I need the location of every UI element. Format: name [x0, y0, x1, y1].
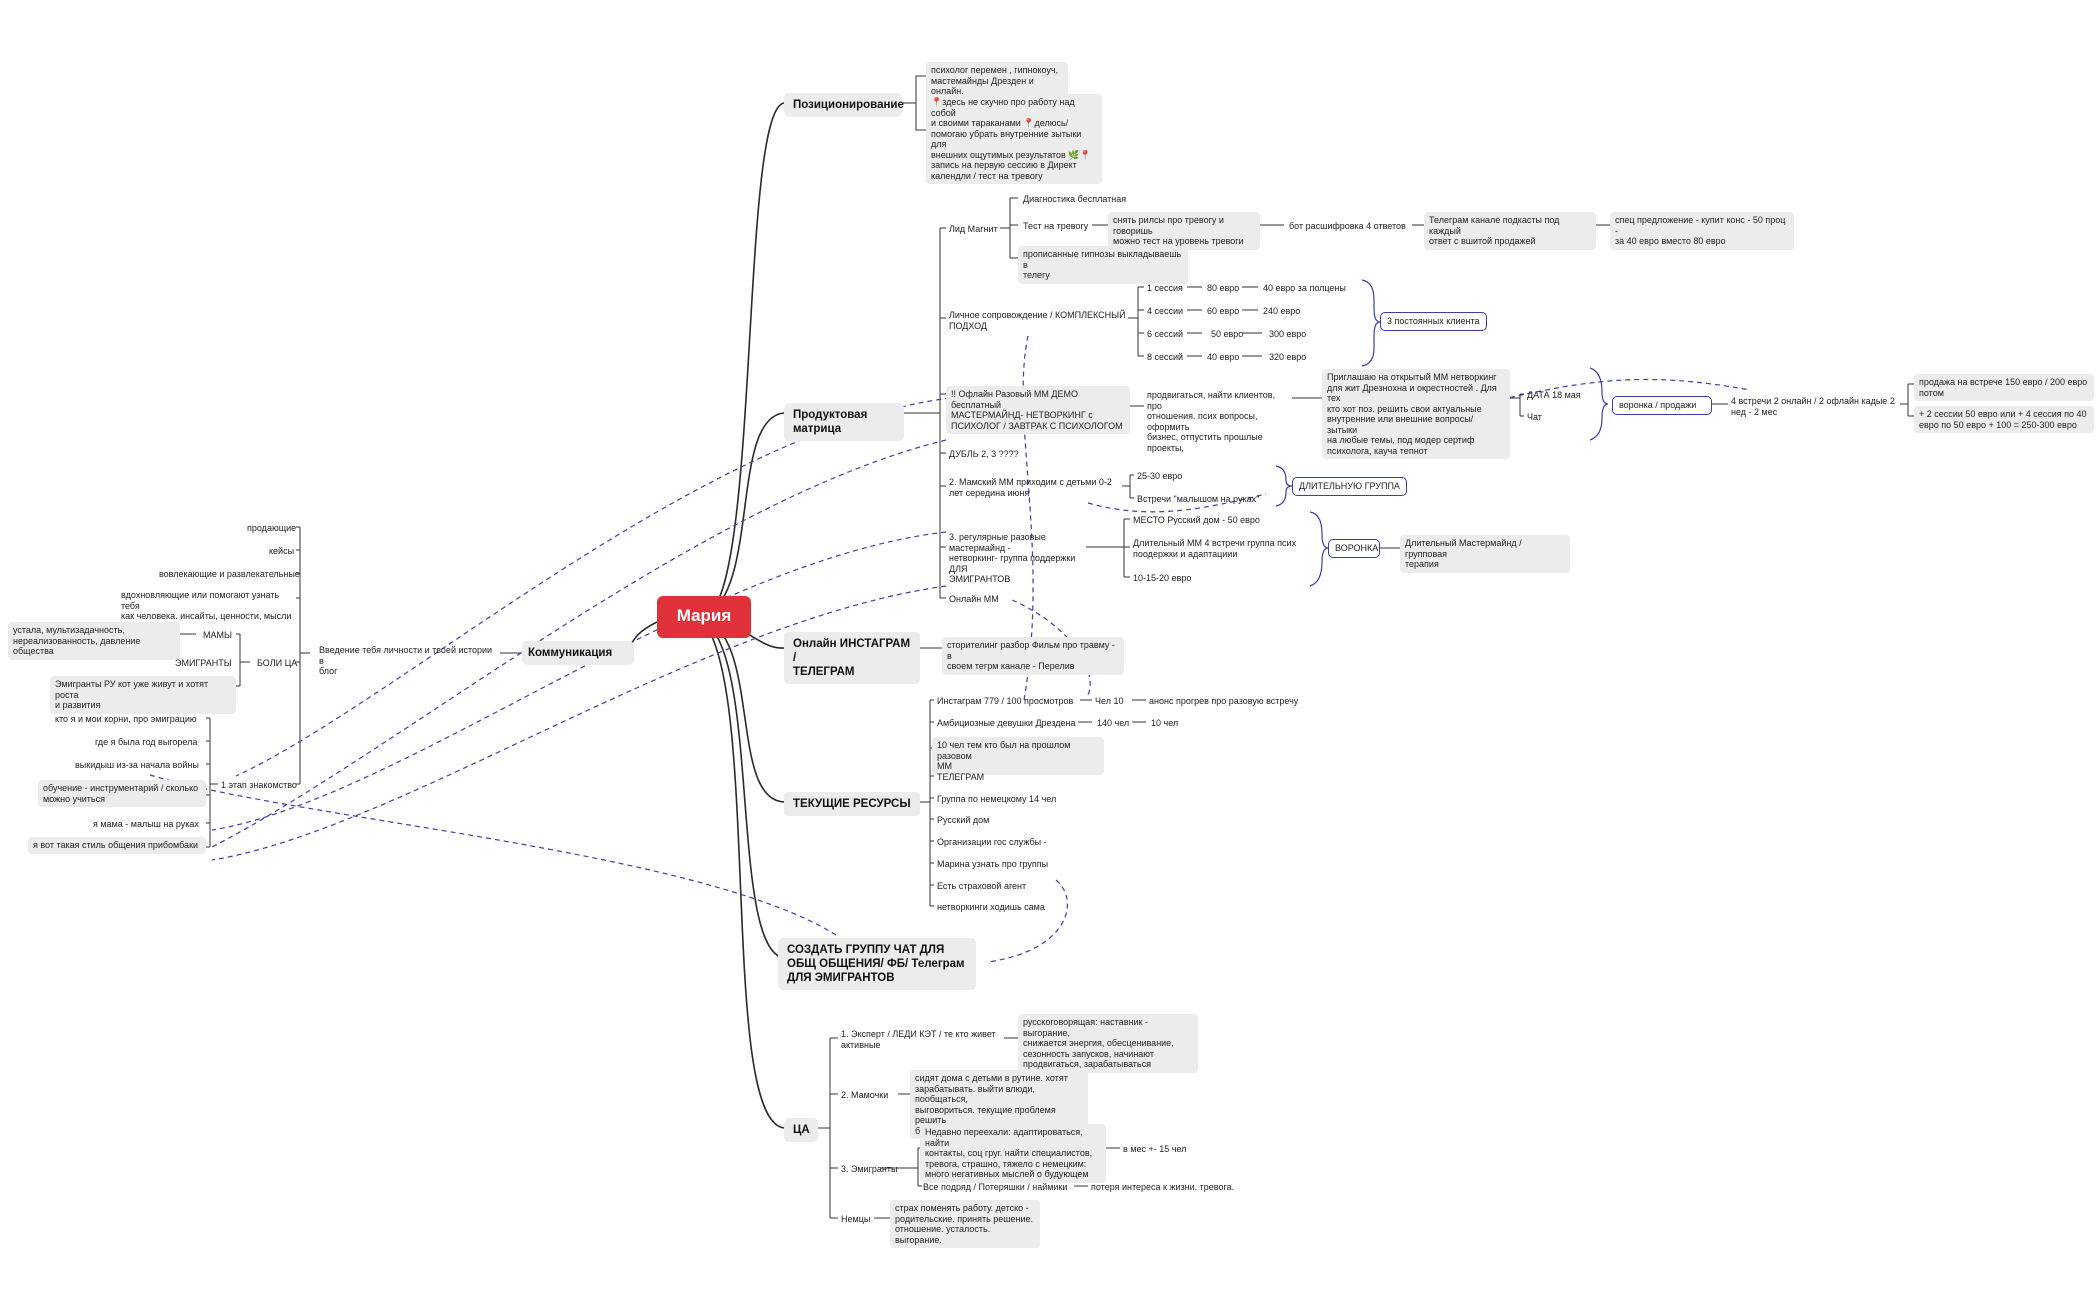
ca-germans-note[interactable]: страх поменять работу. детско - родитель… [890, 1200, 1040, 1248]
test-chain-step[interactable]: бот расшифровка 4 ответов [1289, 221, 1406, 231]
session-price[interactable]: 80 евро [1207, 283, 1240, 293]
stage-item[interactable]: я мама - малыш на руках [93, 819, 199, 829]
regular-long-mm[interactable]: Длительный ММ 4 встречи группа псих поод… [1133, 538, 1297, 559]
stage-item[interactable]: я вот такая стиль общения прибомбаки [28, 837, 206, 854]
session-count[interactable]: 8 сессий [1147, 352, 1184, 362]
content-type[interactable]: вдохновляющие или помогают узнать тебя к… [121, 590, 292, 621]
content-type[interactable]: кейсы [269, 546, 295, 556]
resource-item[interactable]: нетворкинги ходишь сама [937, 902, 1045, 912]
sale-option[interactable]: + 2 сессии 50 евро или + 4 сессия по 40 … [1914, 406, 2094, 433]
pain-moms[interactable]: МАМЫ [203, 630, 232, 640]
content-type[interactable]: продающие [247, 523, 297, 533]
positioning-item[interactable]: 📍здесь не скучно про работу над собой и … [926, 94, 1102, 184]
branch-instagram-telegram[interactable]: Онлайн ИНСТАГРАМ / ТЕЛЕГРАМ [784, 632, 920, 684]
stage-item[interactable]: выкидыш из-за начала войны [75, 760, 199, 770]
resource-item[interactable]: Организации гос службы - [937, 837, 1047, 847]
session-price[interactable]: 40 евро [1207, 352, 1240, 362]
ca-expert-note[interactable]: русскоговорящая: наставник - выгорание, … [1018, 1014, 1198, 1073]
resource-item[interactable]: 10 чел тем кто был на прошлом разовом ММ [932, 737, 1104, 775]
root-node[interactable]: Мария [657, 596, 751, 638]
stage-item[interactable]: кто я и мои корни, про эмиграцию [55, 714, 197, 724]
lead-magnet-node[interactable]: Лид Магнит [949, 224, 998, 234]
branch-target-audience[interactable]: ЦА [784, 1118, 818, 1142]
test-chain-step[interactable]: спец предложение - купит конс - 50 проц … [1610, 212, 1794, 250]
moms-price[interactable]: 25-30 евро [1137, 471, 1183, 481]
ca-expert[interactable]: 1. Эксперт / ЛЕДИ КЭТ / те кто живет акт… [841, 1029, 996, 1050]
session-price[interactable]: 60 евро [1207, 306, 1240, 316]
session-price[interactable]: 50 евро [1211, 329, 1244, 339]
branch-communication[interactable]: Коммуникация [522, 641, 634, 665]
branch-product-matrix[interactable]: Продуктовая матрица [784, 403, 904, 441]
branch-current-resources[interactable]: ТЕКУЩИЕ РЕСУРСЫ [784, 792, 920, 816]
funnel-sales[interactable]: воронка / продажи [1612, 396, 1712, 415]
resource-item[interactable]: Группа по немецкому 14 чел [937, 794, 1057, 804]
offline-detail[interactable]: продвигаться, найти клиентов, про отноше… [1147, 390, 1276, 453]
resource-item[interactable]: Есть страховой агент [937, 881, 1027, 891]
ca-emigrants-note[interactable]: Недавно переехали: адаптироваться, найти… [920, 1124, 1106, 1183]
resource-instagram-note[interactable]: анонс прогрев про разовую встречу [1149, 696, 1299, 706]
comm-intro[interactable]: Введение тебя личности и твоей истории в… [319, 645, 493, 676]
funnel-plan[interactable]: 4 встречи 2 онлайн / 2 офлайн кадые 2 не… [1731, 396, 1895, 417]
session-total[interactable]: 40 евро за полцены [1263, 283, 1346, 293]
positioning-item[interactable]: психолог перемен , гипнокоуч, мастемайнд… [926, 62, 1068, 100]
pain-moms-note[interactable]: устала, мультизадачность, нереализованно… [8, 622, 180, 660]
ca-emigrants-lost-note[interactable]: потеря интереса к жизни. тревога. [1091, 1182, 1235, 1192]
session-total[interactable]: 300 евро [1269, 329, 1307, 339]
ca-moms[interactable]: 2. Мамочки [841, 1090, 889, 1100]
regular-result[interactable]: Длительный Мастермайнд / групповая терап… [1400, 535, 1570, 573]
resource-instagram-people[interactable]: Чел 10 [1095, 696, 1124, 706]
personal-support-node[interactable]: Личное сопровождение / КОМПЛЕКСНЫЙ ПОДХО… [949, 310, 1126, 331]
moms-mastermind-node[interactable]: 2. Мамский ММ приходим с детьми 0-2 лет … [949, 477, 1112, 498]
lead-hypnosis[interactable]: прописанные гипнозы выкладываешь в телег… [1018, 246, 1188, 284]
ca-germans[interactable]: Немцы [841, 1214, 871, 1224]
online-mastermind-node[interactable]: Онлайн ММ [949, 594, 999, 604]
regular-place[interactable]: МЕСТО Русский дом - 50 евро [1133, 515, 1260, 525]
offline-mastermind-node[interactable]: !! Офлайн Разовый ММ ДЕМО бесплатный МАС… [946, 386, 1130, 434]
resource-item[interactable]: Русский дом [937, 815, 990, 825]
branch-positioning[interactable]: Позиционирование [784, 93, 904, 117]
lead-test[interactable]: Тест на тревогу [1023, 221, 1089, 231]
ca-emigrants[interactable]: 3. Эмигранты [841, 1164, 898, 1174]
personal-summary[interactable]: 3 постоянных клиента [1380, 312, 1487, 331]
stage-acquaintance[interactable]: 1 этап знакомство [221, 780, 297, 790]
storytelling-item[interactable]: сторителинг разбор Фильм про травму - в … [942, 637, 1124, 675]
resource-girls[interactable]: Амбициозные девушки Дрездена [937, 718, 1076, 728]
test-chain-step[interactable]: Телеграм канале подкасты под каждый отве… [1424, 212, 1596, 250]
ca-emigrants-count[interactable]: в мес +- 15 чел [1123, 1144, 1187, 1154]
branch-create-chat-group[interactable]: СОЗДАТЬ ГРУППУ ЧАТ ДЛЯ ОБЩ ОБЩЕНИЯ/ ФБ/ … [778, 938, 976, 990]
session-count[interactable]: 4 сессии [1147, 306, 1184, 316]
resource-instagram[interactable]: Инстаграм 779 / 100 просмотров [937, 696, 1074, 706]
pains-node[interactable]: БОЛИ ЦА [257, 658, 298, 668]
offline-chat[interactable]: Чат [1527, 412, 1542, 422]
regular-mastermind-node[interactable]: 3. регулярные разовые мастермайнд - нетв… [949, 532, 1076, 584]
stage-item[interactable]: обучение - инструментарий / сколько можн… [38, 780, 206, 807]
long-group-node[interactable]: ДЛИТЕЛЬНУЮ ГРУППА [1292, 477, 1407, 496]
offline-invite[interactable]: Приглашаю на открытый ММ нетворкинг для … [1322, 369, 1510, 459]
session-count[interactable]: 6 сессий [1147, 329, 1184, 339]
double-node[interactable]: ДУБЛЬ 2, 3 ???? [949, 449, 1019, 459]
regular-funnel[interactable]: ВОРОНКА [1328, 539, 1380, 558]
moms-meetings[interactable]: Встречи "малышом на руках" [1137, 494, 1260, 504]
content-type[interactable]: вовлекающие и развлекательные [159, 569, 300, 579]
sale-option[interactable]: продажа на встрече 150 евро / 200 евро п… [1914, 374, 2094, 401]
resource-item[interactable]: Марина узнать про группы [937, 859, 1049, 869]
stage-item[interactable]: где я была год выгорела [95, 737, 198, 747]
ca-emigrants-lost[interactable]: Все подряд / Потеряшки / наймики [923, 1182, 1068, 1192]
test-chain-step[interactable]: снять рилсы про тревогу и говоришь можно… [1108, 212, 1260, 250]
lead-diagnostics[interactable]: Диагностика бесплатная [1023, 194, 1127, 204]
session-count[interactable]: 1 сессия [1147, 283, 1183, 293]
resource-girls-people[interactable]: 140 чел [1097, 718, 1130, 728]
pain-emigrants-note[interactable]: Эмигранты РУ кот уже живут и хотят роста… [50, 676, 236, 714]
regular-price[interactable]: 10-15-20 евро [1133, 573, 1192, 583]
resource-item[interactable]: ТЕЛЕГРАМ [937, 772, 985, 782]
session-total[interactable]: 240 евро [1263, 306, 1301, 316]
offline-date[interactable]: ДАТА 18 мая [1527, 390, 1581, 400]
session-total[interactable]: 320 евро [1269, 352, 1307, 362]
resource-girls-more[interactable]: 10 чел [1151, 718, 1179, 728]
pain-emigrants[interactable]: ЭМИГРАНТЫ [175, 658, 232, 668]
